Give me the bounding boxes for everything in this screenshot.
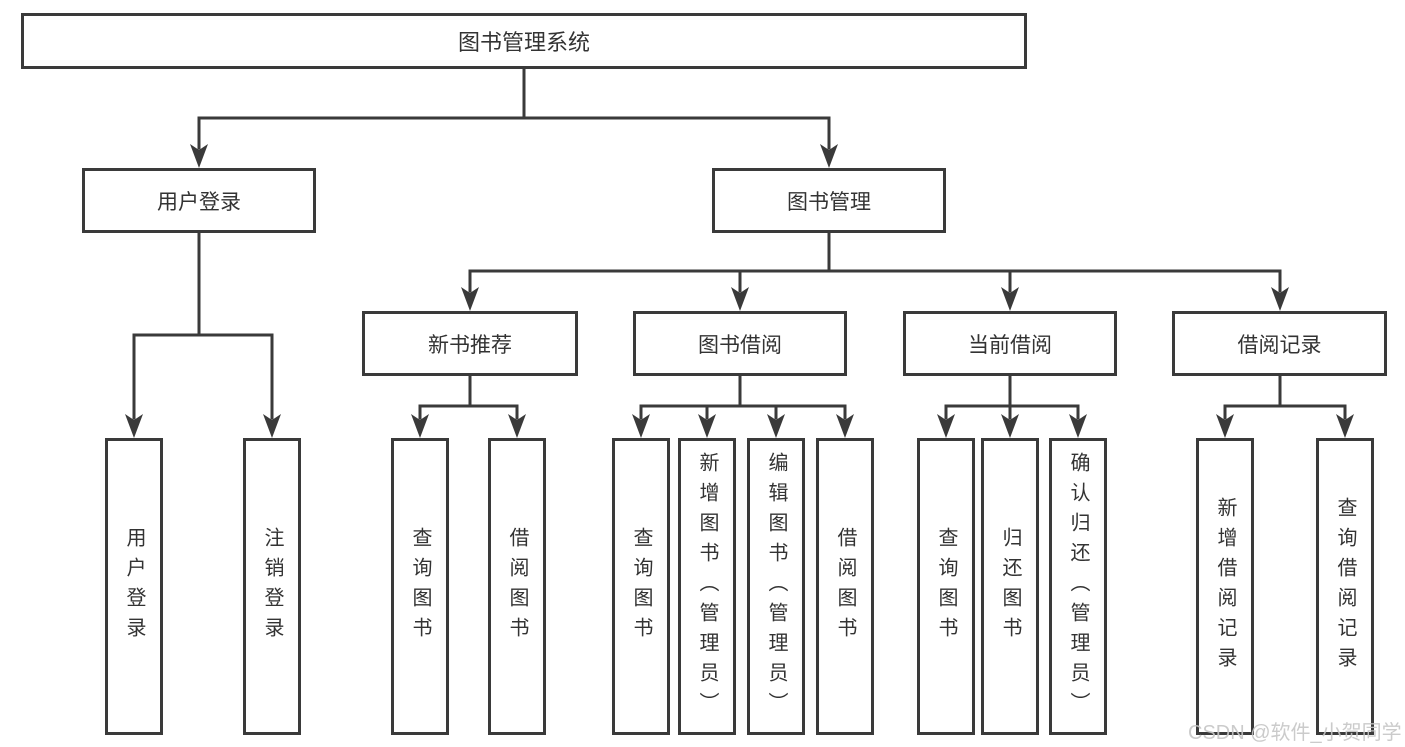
leaf-add-books-admin: 新增图书（管理员） bbox=[678, 438, 736, 735]
node-label: 查询图书 bbox=[409, 526, 431, 647]
node-label: 归还图书 bbox=[999, 526, 1021, 647]
leaf-query-borrow-record: 查询借阅记录 bbox=[1316, 438, 1374, 735]
node-label: 图书管理系统 bbox=[457, 30, 590, 55]
node-label: 查询借阅记录 bbox=[1334, 496, 1356, 677]
node-new-book-recommend: 新书推荐 bbox=[362, 311, 578, 376]
node-label: 确认归还（管理员） bbox=[1067, 451, 1089, 722]
node-label: 新书推荐 bbox=[428, 333, 512, 357]
arrowheads-newbook-children bbox=[411, 414, 526, 438]
leaf-add-borrow-record: 新增借阅记录 bbox=[1196, 438, 1254, 735]
leaf-query-books-current: 查询图书 bbox=[917, 438, 975, 735]
node-library-system: 图书管理系统 bbox=[21, 13, 1027, 69]
node-label: 借阅图书 bbox=[834, 526, 856, 647]
leaf-return-books: 归还图书 bbox=[981, 438, 1039, 735]
leaf-borrow-books-recommend: 借阅图书 bbox=[488, 438, 546, 735]
node-label: 查询图书 bbox=[630, 526, 652, 647]
node-user-login: 用户登录 bbox=[82, 168, 316, 233]
leaf-confirm-return-admin: 确认归还（管理员） bbox=[1049, 438, 1107, 735]
connector-newbook-children bbox=[418, 374, 519, 420]
node-label: 新增图书（管理员） bbox=[696, 451, 718, 722]
leaf-edit-books-admin: 编辑图书（管理员） bbox=[747, 438, 805, 735]
node-borrow-records: 借阅记录 bbox=[1172, 311, 1387, 376]
leaf-query-books-recommend: 查询图书 bbox=[391, 438, 449, 735]
node-label: 编辑图书（管理员） bbox=[765, 451, 787, 722]
leaf-borrow-books: 借阅图书 bbox=[816, 438, 874, 735]
node-book-borrow: 图书借阅 bbox=[633, 311, 847, 376]
arrowheads-level2 bbox=[461, 287, 1289, 311]
connector-current-children bbox=[944, 374, 1080, 420]
node-label: 当前借阅 bbox=[968, 333, 1052, 357]
leaf-query-books-borrow: 查询图书 bbox=[612, 438, 670, 735]
arrowheads-borrow-children bbox=[632, 414, 854, 438]
node-label: 注销登录 bbox=[261, 526, 283, 647]
node-label: 借阅记录 bbox=[1237, 333, 1322, 357]
arrowheads-user-login-children bbox=[125, 414, 281, 438]
leaf-logout: 注销登录 bbox=[243, 438, 301, 735]
arrowheads-records-children bbox=[1216, 414, 1354, 438]
arrowheads-level1 bbox=[190, 144, 838, 168]
node-label: 用户登录 bbox=[123, 526, 145, 647]
node-label: 新增借阅记录 bbox=[1214, 496, 1236, 677]
arrowheads-current-children bbox=[937, 414, 1087, 438]
node-label: 图书借阅 bbox=[698, 333, 782, 357]
node-book-management: 图书管理 bbox=[712, 168, 946, 233]
watermark-text: CSDN @软件_小贺同学 bbox=[1188, 722, 1402, 744]
node-label: 查询图书 bbox=[935, 526, 957, 647]
node-label: 图书管理 bbox=[787, 190, 871, 214]
connector-root-to-level1 bbox=[197, 67, 831, 150]
node-label: 用户登录 bbox=[157, 190, 241, 214]
node-current-borrow: 当前借阅 bbox=[903, 311, 1117, 376]
node-label: 借阅图书 bbox=[506, 526, 528, 647]
leaf-user-login: 用户登录 bbox=[105, 438, 163, 735]
connector-records-children bbox=[1223, 374, 1347, 420]
connector-book-mgmt-to-level2 bbox=[468, 231, 1282, 293]
connector-user-login-children bbox=[132, 231, 274, 420]
connector-borrow-children bbox=[639, 374, 847, 420]
